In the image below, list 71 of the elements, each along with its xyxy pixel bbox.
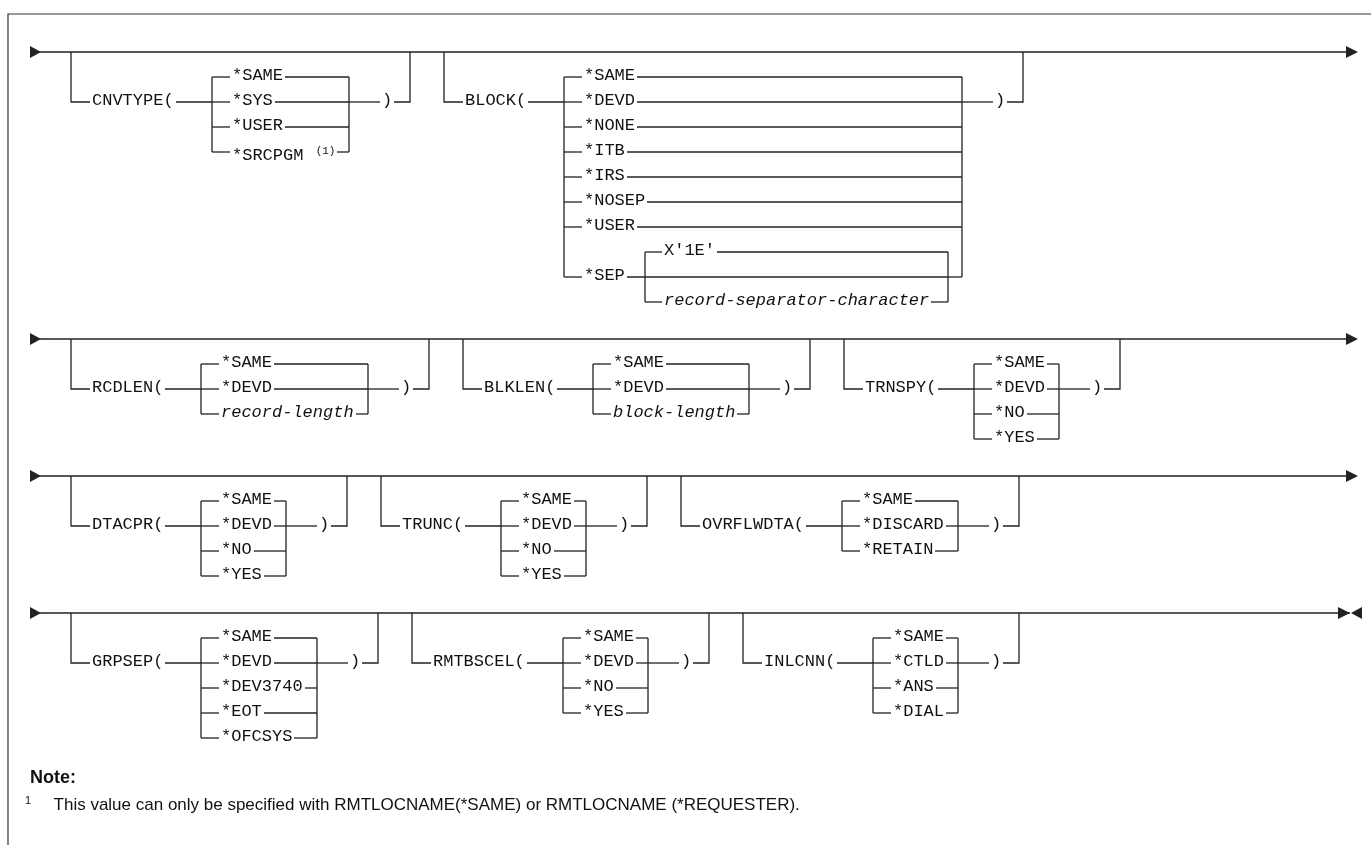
keyword: DTACPR(	[92, 515, 164, 535]
parameter-value: X'1E'	[664, 241, 715, 261]
parameter-value: *SAME	[583, 627, 634, 647]
keyword: BLKLEN(	[484, 378, 556, 398]
parameter-value: *NONE	[584, 116, 635, 136]
parameter-value: *NOSEP	[584, 191, 646, 211]
parameter-value: *NO	[583, 677, 614, 697]
closing-parenthesis: )	[1092, 378, 1103, 398]
note-heading: Note:	[30, 767, 76, 788]
closing-parenthesis: )	[350, 652, 361, 672]
keyword: RMTBSCEL(	[433, 652, 525, 672]
parameter-value: *SAME	[232, 66, 283, 86]
parameter-value: *CTLD	[893, 652, 944, 672]
parameter-value: *DEV3740	[221, 677, 303, 697]
parameter-value: *SAME	[221, 627, 272, 647]
parameter-value: *OFCSYS	[221, 727, 293, 747]
parameter-value: *DEVD	[221, 378, 272, 398]
closing-parenthesis: )	[681, 652, 692, 672]
keyword: TRUNC(	[402, 515, 464, 535]
parameter-value: *DISCARD	[862, 515, 944, 535]
parameter-value: *SAME	[613, 353, 664, 373]
parameter-value: *USER	[584, 216, 635, 236]
parameter-value: *SAME	[862, 490, 913, 510]
parameter-value: *YES	[994, 428, 1035, 448]
closing-parenthesis: )	[782, 378, 793, 398]
parameter-value: *NO	[521, 540, 552, 560]
parameter-value: *ITB	[584, 141, 625, 161]
closing-parenthesis: )	[991, 515, 1002, 535]
parameter-value: *NO	[994, 403, 1025, 423]
parameter-value: *SAME	[584, 66, 635, 86]
parameter-value: *SAME	[994, 353, 1045, 373]
parameter-value: *RETAIN	[862, 540, 934, 560]
keyword: OVRFLWDTA(	[702, 515, 805, 535]
keyword: TRNSPY(	[865, 378, 937, 398]
parameter-value: *ANS	[893, 677, 934, 697]
parameter-value: *SEP	[584, 266, 625, 286]
parameter-value: *SAME	[221, 490, 272, 510]
keyword: BLOCK(	[465, 91, 527, 111]
parameter-value: *YES	[221, 565, 262, 585]
parameter-value: record-length	[221, 403, 354, 423]
parameter-value: *DEVD	[613, 378, 664, 398]
parameter-value: *YES	[583, 702, 624, 722]
keyword: RCDLEN(	[92, 378, 164, 398]
parameter-value: *SAME	[221, 353, 272, 373]
parameter-value: *DEVD	[584, 91, 635, 111]
parameter-value: record-separator-character	[664, 291, 930, 311]
parameter-value: *IRS	[584, 166, 625, 186]
parameter-value: *DEVD	[994, 378, 1045, 398]
closing-parenthesis: )	[382, 91, 393, 111]
parameter-value: *DIAL	[893, 702, 944, 722]
parameter-value: *SRCPGM $^{(1)}$	[232, 144, 336, 166]
closing-parenthesis: )	[991, 652, 1002, 672]
parameter-value: *NO	[221, 540, 252, 560]
parameter-value: *DEVD	[221, 515, 272, 535]
keyword: CNVTYPE(	[92, 91, 174, 111]
parameter-value: *SYS	[232, 91, 273, 111]
closing-parenthesis: )	[619, 515, 630, 535]
parameter-value: *YES	[521, 565, 562, 585]
parameter-value: *DEVD	[521, 515, 572, 535]
parameter-value: *DEVD	[583, 652, 634, 672]
parameter-value: block-length	[613, 403, 736, 423]
closing-parenthesis: )	[319, 515, 330, 535]
parameter-value: *EOT	[221, 702, 262, 722]
keyword: GRPSEP(	[92, 652, 164, 672]
parameter-value: *SAME	[521, 490, 572, 510]
parameter-value: *DEVD	[221, 652, 272, 672]
parameter-value: *SAME	[893, 627, 944, 647]
keyword: INLCNN(	[764, 652, 836, 672]
parameter-value: *USER	[232, 116, 283, 136]
closing-parenthesis: )	[995, 91, 1006, 111]
closing-parenthesis: )	[401, 378, 412, 398]
